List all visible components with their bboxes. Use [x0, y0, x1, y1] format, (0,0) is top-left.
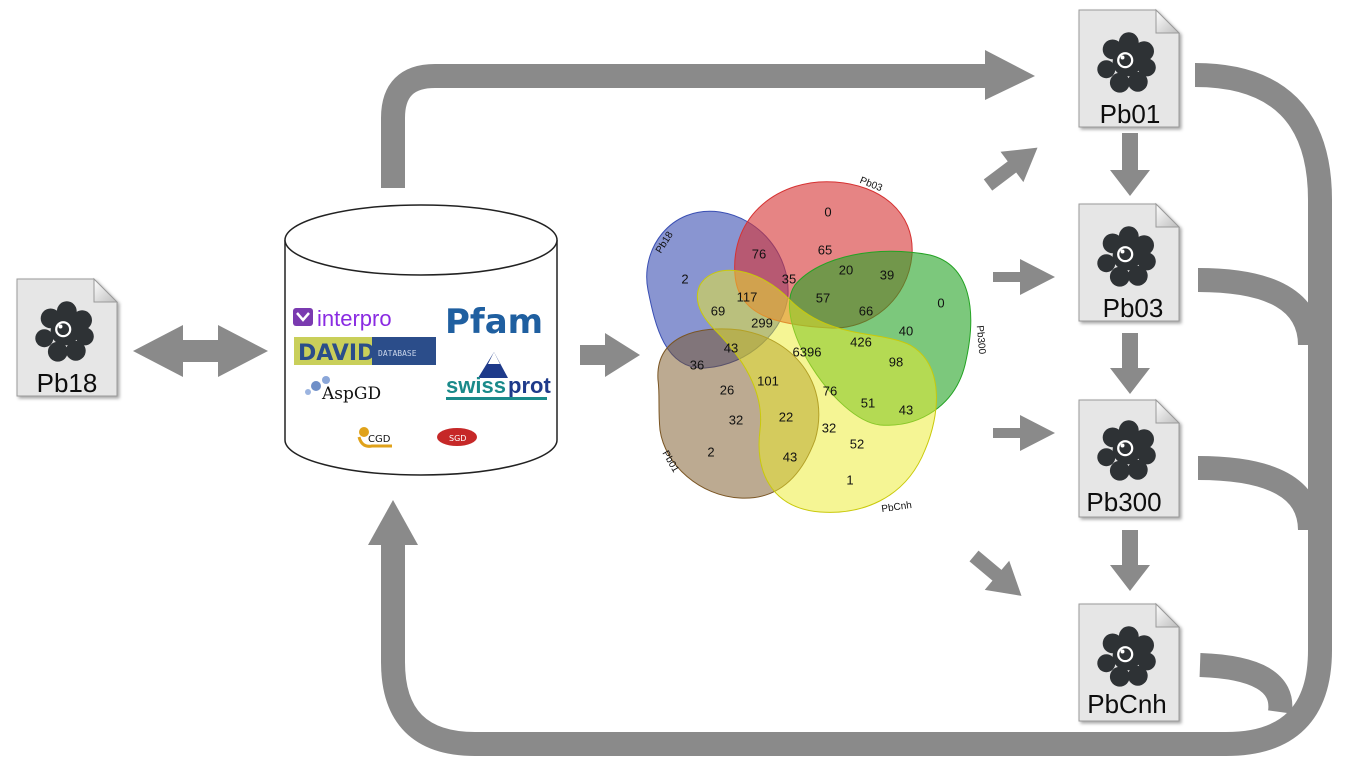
venn-value: 35	[782, 271, 796, 286]
venn-to-files-arrows	[969, 147, 1055, 596]
venn-diagram: Pb18 Pb03 Pb300 Pb01 PbCnh 0 76 65 20 39…	[646, 175, 988, 515]
svg-text:CGD: CGD	[368, 434, 391, 445]
venn-values: 0 76 65 20 39 2 35 57 117 69 299 66 40 0…	[681, 204, 944, 487]
venn-value: 0	[824, 204, 831, 219]
svg-text:DATABASE: DATABASE	[378, 349, 417, 358]
venn-value: 69	[711, 303, 725, 318]
double-arrow	[133, 325, 268, 377]
interpro-logo: interpro	[293, 306, 392, 331]
venn-value: 76	[752, 246, 766, 261]
svg-text:Pfam: Pfam	[445, 302, 543, 342]
venn-label-pbcnh: PbCnh	[881, 500, 913, 515]
cgd-logo: CGD	[357, 427, 392, 448]
venn-label-pb300: Pb300	[974, 325, 988, 355]
file-label: Pb03	[1103, 293, 1164, 323]
venn-value: 26	[720, 382, 734, 397]
venn-value: 43	[724, 340, 738, 355]
top-loop-arrow	[381, 50, 1035, 188]
venn-value: 22	[779, 409, 793, 424]
venn-value: 51	[861, 395, 875, 410]
file-icon-pb18: Pb18	[16, 277, 119, 398]
swissprot-logo: swiss prot	[446, 352, 551, 400]
bottom-loop-arrow	[368, 63, 1332, 756]
venn-value: 101	[757, 373, 779, 388]
venn-value: 43	[899, 402, 913, 417]
db-to-venn-arrow	[580, 333, 640, 377]
file-icon-pb03: Pb03	[1078, 202, 1181, 323]
david-logo: DAVID DATABASE	[294, 337, 436, 366]
venn-value: 43	[783, 449, 797, 464]
venn-value: 32	[822, 420, 836, 435]
svg-text:DAVID: DAVID	[298, 341, 375, 366]
aspgd-logo: AspGD	[305, 376, 381, 404]
pfam-logo: Pfam	[445, 302, 543, 342]
svg-text:swiss: swiss	[446, 373, 506, 398]
venn-value: 299	[751, 315, 773, 330]
venn-value: 6396	[793, 344, 822, 359]
venn-value: 32	[729, 412, 743, 427]
file-label: Pb300	[1086, 487, 1161, 517]
svg-text:AspGD: AspGD	[321, 384, 381, 404]
venn-value: 66	[859, 303, 873, 318]
venn-value: 426	[850, 334, 872, 349]
venn-value: 20	[839, 262, 853, 277]
svg-text:prot: prot	[508, 373, 551, 398]
file-icon-pb01: Pb01	[1078, 8, 1181, 129]
venn-value: 98	[889, 354, 903, 369]
venn-value: 76	[823, 383, 837, 398]
svg-text:interpro: interpro	[317, 306, 392, 331]
venn-value: 117	[737, 289, 758, 304]
file-label: Pb01	[1100, 99, 1161, 129]
venn-value: 1	[846, 472, 853, 487]
venn-value: 52	[850, 436, 864, 451]
file-icon-pb300: Pb300	[1078, 398, 1181, 518]
venn-set-pbcnh	[696, 269, 937, 513]
file-icon-pbcnh: PbCnh	[1078, 602, 1181, 722]
down-arrows	[1110, 133, 1150, 591]
venn-value: 39	[880, 267, 894, 282]
svg-text:SGD: SGD	[449, 434, 466, 443]
venn-value: 40	[899, 323, 913, 338]
venn-value: 36	[690, 357, 704, 372]
venn-value: 2	[707, 444, 714, 459]
file-label: Pb18	[37, 368, 98, 398]
sgd-logo: SGD	[437, 428, 477, 446]
venn-value: 0	[937, 295, 944, 310]
file-label: PbCnh	[1087, 689, 1167, 719]
venn-value: 65	[818, 242, 832, 257]
venn-value: 57	[816, 290, 830, 305]
venn-value: 2	[681, 271, 688, 286]
